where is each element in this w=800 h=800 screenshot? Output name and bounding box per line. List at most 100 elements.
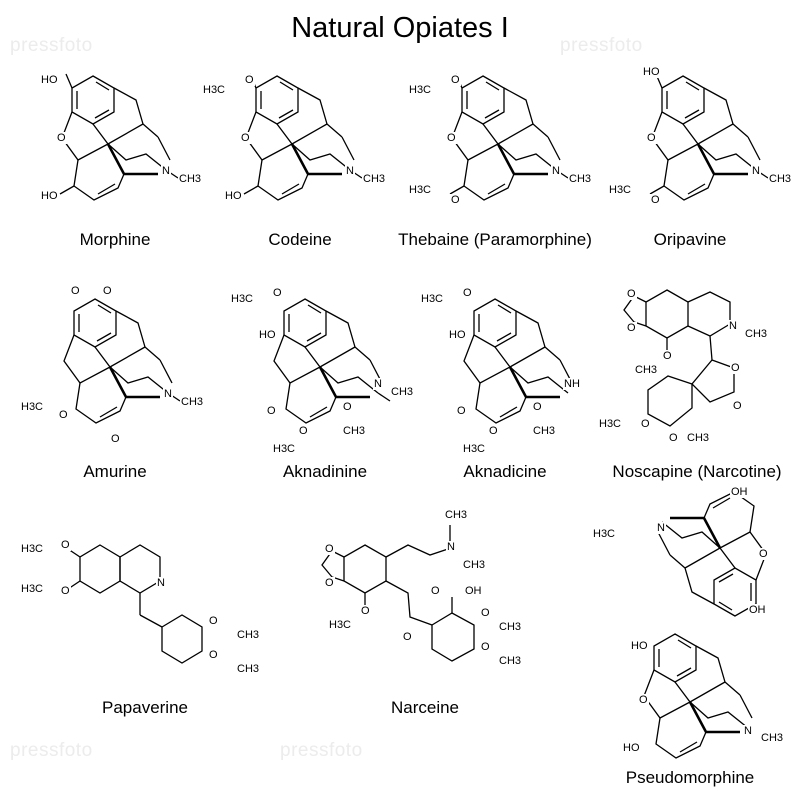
atom-label: O — [430, 585, 441, 597]
compound-name-oripavine: Oripavine — [653, 230, 727, 249]
structure-papaverine: H3C O H3C O N O CH3 O CH3 — [20, 525, 261, 705]
atom-label: N — [751, 165, 761, 177]
atom-label: HO — [40, 190, 59, 202]
atom-label: O — [646, 132, 657, 144]
codeine-skeleton — [243, 73, 363, 202]
compound-name-pseudomorphine: Pseudomorphine — [625, 768, 755, 787]
atom-label: O — [640, 418, 651, 430]
atom-label: HO — [258, 329, 277, 341]
structure-morphine: HO O HO N CH3 — [38, 62, 218, 242]
structure-noscapine: O O O CH3 N CH3 O O H3C O O CH3 — [598, 280, 792, 460]
structure-narceine: CH3 N CH3 O O O OH O H3C O O CH3 O CH3 — [310, 505, 523, 685]
atom-label: O — [638, 694, 649, 706]
atom-label: O — [662, 350, 673, 362]
atom-label: H3C — [408, 184, 433, 196]
atom-label: CH3 — [178, 173, 203, 185]
atom-label: CH3 — [462, 559, 487, 571]
watermark: pressfoto — [280, 740, 363, 761]
aknadicine-skeleton — [462, 297, 574, 425]
compound-name-noscapine: Noscapine (Narcotine) — [612, 462, 782, 481]
atom-label: CH3 — [532, 425, 557, 437]
atom-label: O — [450, 74, 461, 86]
atom-label: O — [298, 425, 309, 437]
atom-label: O — [626, 322, 637, 334]
narceine-skeleton — [321, 525, 475, 662]
atom-label: H3C — [598, 418, 623, 430]
atom-label: O — [730, 362, 741, 374]
atom-label: O — [758, 548, 769, 560]
atom-label: N — [743, 725, 753, 737]
atom-label: O — [324, 543, 335, 555]
atom-label: H3C — [462, 443, 487, 455]
compound-name-aknadicine: Aknadicine — [463, 462, 547, 481]
structure-oripavine: HO O H3C O N CH3 — [608, 62, 800, 242]
atom-label: CH3 — [498, 621, 523, 633]
aknadinine-skeleton — [272, 297, 391, 425]
compound-name-aknadinine: Aknadinine — [282, 462, 368, 481]
atom-label: OH — [464, 585, 483, 597]
atom-label: H3C — [408, 84, 433, 96]
atom-label: O — [480, 641, 491, 653]
structure-amurine: O O H3C O O N CH3 — [20, 285, 220, 465]
atom-label: HO — [642, 66, 661, 78]
atom-label: O — [324, 577, 335, 589]
atom-label: O — [360, 605, 371, 617]
atom-label: O — [402, 631, 413, 643]
atom-label: CH3 — [686, 432, 711, 444]
structure-aknadicine: H3C O HO O O H3C O CH3 NH — [420, 285, 620, 465]
atom-label: CH3 — [768, 173, 793, 185]
atom-label: O — [240, 132, 251, 144]
atom-label: O — [450, 194, 461, 206]
atom-label: O — [480, 607, 491, 619]
atom-label: OH — [730, 486, 749, 498]
atom-label: CH3 — [760, 732, 785, 744]
atom-label: CH3 — [444, 509, 469, 521]
atom-label: O — [60, 585, 71, 597]
compound-name-thebaine: Thebaine (Paramorphine) — [398, 230, 592, 249]
amurine-skeleton — [62, 297, 181, 425]
structure-aknadinine: H3C O HO O O H3C O CH3 N CH3 — [230, 285, 430, 465]
atom-label: O — [266, 405, 277, 417]
atom-label: H3C — [20, 401, 45, 413]
atom-label: HO — [630, 640, 649, 652]
atom-label: O — [272, 287, 283, 299]
atom-label: O — [56, 132, 67, 144]
atom-label: O — [208, 615, 219, 627]
atom-label: O — [58, 409, 69, 421]
atom-label: O — [110, 433, 121, 445]
compound-name-narceine: Narceine — [390, 698, 460, 717]
watermark: pressfoto — [10, 35, 93, 56]
atom-label: O — [244, 74, 255, 86]
atom-label: O — [208, 649, 219, 661]
atom-label: CH3 — [498, 655, 523, 667]
structure-codeine: H3C O O HO N CH3 — [202, 62, 402, 242]
compound-name-amurine: Amurine — [83, 462, 147, 481]
atom-label: O — [446, 132, 457, 144]
atom-label: N — [656, 522, 666, 534]
atom-label: O — [70, 285, 81, 297]
atom-label: O — [456, 405, 467, 417]
watermark: pressfoto — [10, 740, 93, 761]
atom-label: CH3 — [568, 173, 593, 185]
atom-label: OH — [748, 604, 767, 616]
structure-thebaine: H3C O O H3C O N CH3 — [408, 62, 608, 242]
atom-label: O — [626, 288, 637, 300]
atom-label: O — [650, 194, 661, 206]
atom-label: H3C — [420, 293, 445, 305]
papaverine-skeleton — [67, 544, 203, 664]
atom-label: H3C — [230, 293, 255, 305]
atom-label: CH3 — [744, 328, 769, 340]
atom-label: O — [462, 287, 473, 299]
atom-label: H3C — [20, 583, 45, 595]
atom-label: H3C — [20, 543, 45, 555]
atom-label: O — [532, 401, 543, 413]
watermark: pressfoto — [560, 35, 643, 56]
atom-label: H3C — [272, 443, 297, 455]
atom-label: H3C — [202, 84, 227, 96]
compound-name-morphine: Morphine — [79, 230, 151, 249]
atom-label: N — [161, 165, 171, 177]
atom-label: N — [163, 388, 173, 400]
thebaine-skeleton — [449, 73, 569, 202]
atom-label: O — [732, 400, 743, 412]
atom-label: HO — [224, 190, 243, 202]
